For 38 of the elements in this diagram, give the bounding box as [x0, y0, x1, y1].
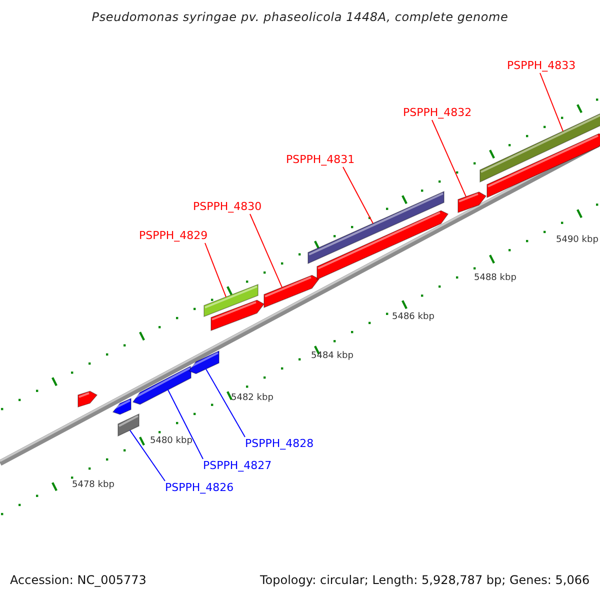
scale-label: 5484 kbp [311, 350, 354, 363]
info-text: Accession: NC_005773 [10, 574, 146, 587]
gene-bar [188, 350, 220, 374]
gene-label: PSPPH_4828 [245, 437, 314, 450]
leader-line [204, 242, 226, 298]
gene-label: PSPPH_4826 [165, 481, 234, 494]
scale-label: 5478 kbp [72, 479, 114, 492]
gene-bar [78, 390, 98, 408]
gene-label: PSPPH_4830 [193, 200, 262, 213]
gene-bar [458, 192, 487, 214]
gene-bar [486, 133, 600, 198]
feature-bar [118, 413, 140, 437]
gene-label: PSPPH_4827 [203, 459, 272, 472]
gene-bar [112, 398, 132, 415]
leader-line [168, 389, 204, 460]
title: Pseudomonas syringae pv. phaseolicola 1448A, complete genome [90, 11, 510, 24]
scale-label: 5486 kbp [392, 311, 434, 324]
feature-bar [204, 284, 258, 318]
scale-label: 5480 kbp [150, 435, 192, 448]
leader-line [432, 120, 466, 198]
gene-bar [132, 365, 192, 405]
gene-bar [210, 300, 265, 332]
gene-bar [316, 210, 449, 280]
leader-line [250, 214, 282, 288]
info-text: Topology: circular; Length: 5,928,787 bp; Genes: 5,066 [260, 574, 590, 587]
leader-line [342, 166, 374, 224]
gene-bar [264, 274, 320, 308]
leader-line [540, 72, 564, 132]
gene-label: PSPPH_4831 [286, 153, 355, 166]
gene-label: PSPPH_4833 [507, 59, 576, 72]
leader-line [130, 430, 166, 482]
gene-label: PSPPH_4832 [403, 106, 472, 119]
scale-label: 5482 kbp [231, 392, 274, 405]
gene-label: PSPPH_4829 [139, 229, 208, 242]
feature-bar [308, 190, 444, 264]
scale-label: 5488 kbp [474, 272, 516, 285]
scale-label: 5490 kbp [556, 234, 598, 247]
leader-line [206, 368, 246, 438]
